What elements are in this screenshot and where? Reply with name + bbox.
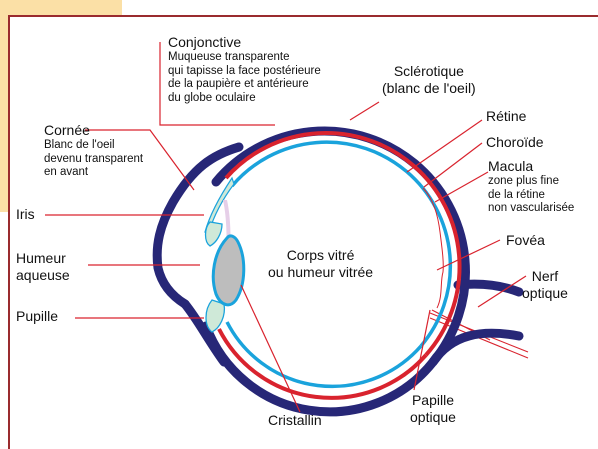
sclerotique-label: Sclérotique (blanc de l'oeil): [382, 63, 476, 97]
cristallin-label: Cristallin: [268, 412, 322, 429]
iris-label: Iris: [16, 206, 35, 223]
cornee-desc-1: Blanc de l'oeil: [44, 139, 143, 153]
conjonctive-desc-3: de la paupière et antérieure: [168, 78, 321, 92]
conjonctive-title: Conjonctive: [168, 34, 321, 51]
nerf-optique-line-2: optique: [522, 285, 568, 302]
papille-optique-line-1: Papille: [410, 392, 456, 409]
conjonctive-desc-1: Muqueuse transparente: [168, 51, 321, 65]
cornee-desc-3: en avant: [44, 166, 143, 180]
macula-desc-3: non vascularisée: [488, 202, 574, 216]
nerf-optique-label: Nerf optique: [522, 268, 568, 302]
choroide-label: Choroïde: [486, 134, 544, 151]
corps-vitre-line-1: Corps vitré: [268, 247, 373, 264]
macula-desc-1: zone plus fine: [488, 175, 574, 189]
lens: [213, 236, 243, 305]
macula-label: Macula zone plus fine de la rétine non v…: [488, 158, 574, 216]
cornee-label: Cornée Blanc de l'oeil devenu transparen…: [44, 122, 143, 180]
macula-desc-2: de la rétine: [488, 189, 574, 203]
iris-upper: [206, 222, 223, 246]
iris-lower: [206, 300, 224, 332]
sclerotique-line-2: (blanc de l'oeil): [382, 80, 476, 97]
humeur-aqueuse-label: Humeur aqueuse: [16, 250, 70, 284]
nerf-optique-line-1: Nerf: [522, 268, 568, 285]
papille-optique-line-2: optique: [410, 409, 456, 426]
pupille-label: Pupille: [16, 308, 58, 325]
retine-label: Rétine: [486, 108, 526, 125]
conjonctive-desc-4: du globe oculaire: [168, 92, 321, 106]
fovea-label: Fovéa: [506, 232, 545, 249]
cornee-desc-2: devenu transparent: [44, 153, 143, 167]
humeur-aqueuse-line-2: aqueuse: [16, 267, 70, 284]
papille-optique-label: Papille optique: [410, 392, 456, 426]
corps-vitre-label: Corps vitré ou humeur vitrée: [268, 247, 373, 281]
conjonctive-desc-2: qui tapisse la face postérieure: [168, 65, 321, 79]
corps-vitre-line-2: ou humeur vitrée: [268, 264, 373, 281]
sclerotique-line-1: Sclérotique: [382, 63, 476, 80]
macula-title: Macula: [488, 158, 574, 175]
conjonctive-label: Conjonctive Muqueuse transparente qui ta…: [168, 34, 321, 106]
humeur-aqueuse-line-1: Humeur: [16, 250, 70, 267]
cornee-title: Cornée: [44, 122, 143, 139]
